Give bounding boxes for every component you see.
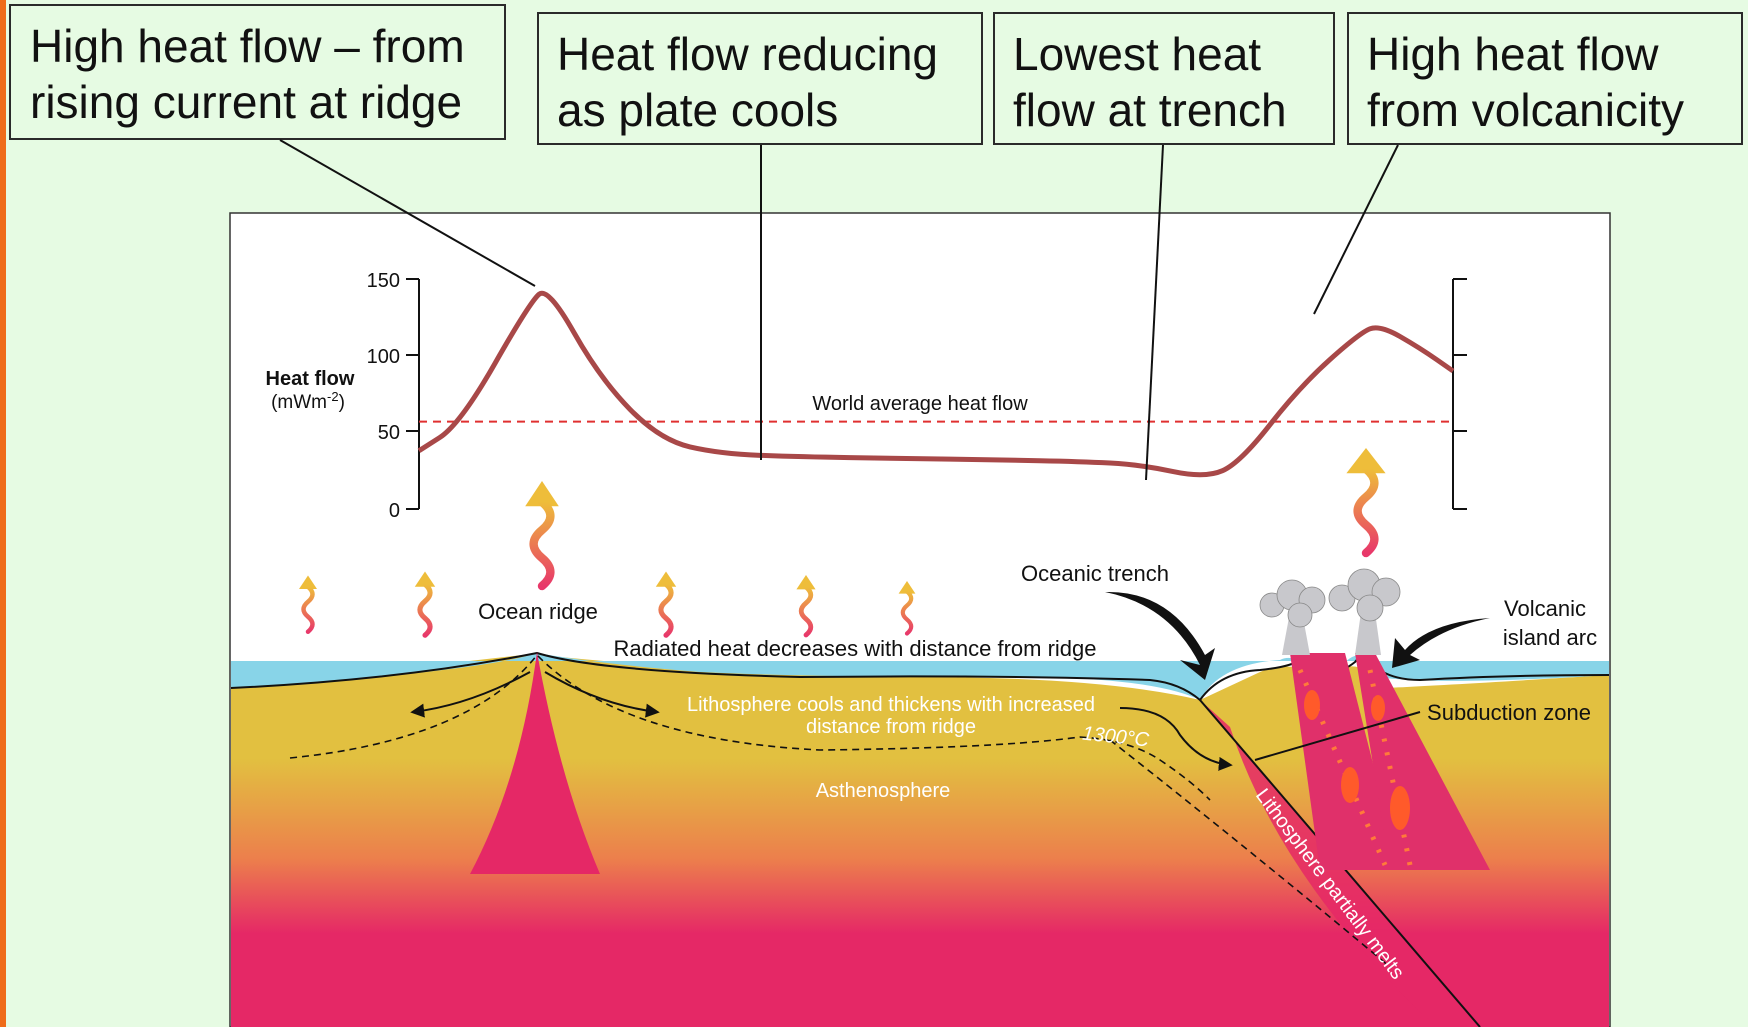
world-average-label: World average heat flow bbox=[812, 393, 1028, 415]
cooling-arrow-left bbox=[410, 671, 531, 718]
tick-label-50: 50 bbox=[378, 422, 400, 444]
cross-section bbox=[230, 568, 1610, 1027]
cooling-arrow-right bbox=[544, 671, 660, 718]
volcanic-arc-label-2: island arc bbox=[1503, 625, 1597, 650]
heat-wave-icon bbox=[525, 481, 559, 591]
heat-wave-icon bbox=[299, 575, 317, 634]
heat-wave-icon bbox=[796, 575, 816, 638]
tick-label-150: 150 bbox=[367, 270, 400, 292]
lithosphere-asthenosphere bbox=[231, 654, 1609, 1027]
subduction-leader bbox=[1254, 711, 1421, 761]
lithosphere-cools-label-1: Lithosphere cools and thickens with incr… bbox=[687, 694, 1095, 716]
left-accent-bar bbox=[0, 0, 6, 1027]
convergence-arrow bbox=[1119, 707, 1233, 771]
lithosphere-cools-label-2: distance from ridge bbox=[806, 716, 976, 738]
heat-squiggles bbox=[299, 448, 1386, 638]
magma-dots-2 bbox=[1367, 669, 1413, 866]
radiated-heat-label: Radiated heat decreases with distance fr… bbox=[613, 636, 1096, 661]
magma-blob bbox=[1341, 767, 1359, 803]
heat-wave-icon bbox=[655, 571, 677, 638]
slab-base-dashed bbox=[1109, 739, 1391, 968]
leader-trench bbox=[1145, 144, 1164, 481]
heat-wave-icon bbox=[898, 581, 916, 636]
volcano-cloud-icon bbox=[1328, 568, 1401, 655]
asthenosphere-label: Asthenosphere bbox=[816, 780, 951, 802]
y-axis-unit: (mWm-2) bbox=[271, 389, 345, 413]
tick-label-100: 100 bbox=[367, 346, 400, 368]
arc-arrow-icon bbox=[1392, 618, 1490, 668]
leader-volcanic bbox=[1313, 144, 1399, 315]
callout-volcanic-heat: High heat flow from volcanicity bbox=[1347, 12, 1743, 145]
y-axis-title: Heat flow bbox=[266, 368, 355, 390]
magma-blob bbox=[1371, 695, 1385, 721]
magma-blob bbox=[1390, 786, 1410, 830]
trench-arrow-icon bbox=[1105, 591, 1215, 680]
isotherm-dashed bbox=[289, 653, 1211, 801]
callout-trench-heat: Lowest heat flow at trench bbox=[993, 12, 1335, 145]
subduction-zone-label: Subduction zone bbox=[1427, 700, 1591, 725]
volcano-cloud-icon bbox=[1259, 579, 1326, 655]
melt-column-2 bbox=[1355, 653, 1490, 870]
heat-wave-icon bbox=[1346, 448, 1386, 558]
heat-wave-icon bbox=[414, 571, 436, 638]
callout-ridge-heat: High heat flow – from rising current at … bbox=[9, 4, 506, 140]
volcanic-arc-label-1: Volcanic bbox=[1504, 596, 1586, 621]
heat-flow-graph: 150 100 50 0 Heat flow (mWm-2) World ave… bbox=[266, 270, 1467, 522]
ocean-ridge-label: Ocean ridge bbox=[478, 599, 598, 624]
callout-leaders bbox=[279, 139, 1399, 481]
tick-label-0: 0 bbox=[389, 500, 400, 522]
magma-blob bbox=[1304, 690, 1320, 720]
heat-flow-curve bbox=[417, 290, 1455, 478]
leader-ridge bbox=[279, 139, 536, 287]
ridge-plume bbox=[470, 652, 600, 874]
oceanic-trench-label: Oceanic trench bbox=[1021, 561, 1169, 586]
callout-reducing-heat: Heat flow reducing as plate cools bbox=[537, 12, 983, 145]
